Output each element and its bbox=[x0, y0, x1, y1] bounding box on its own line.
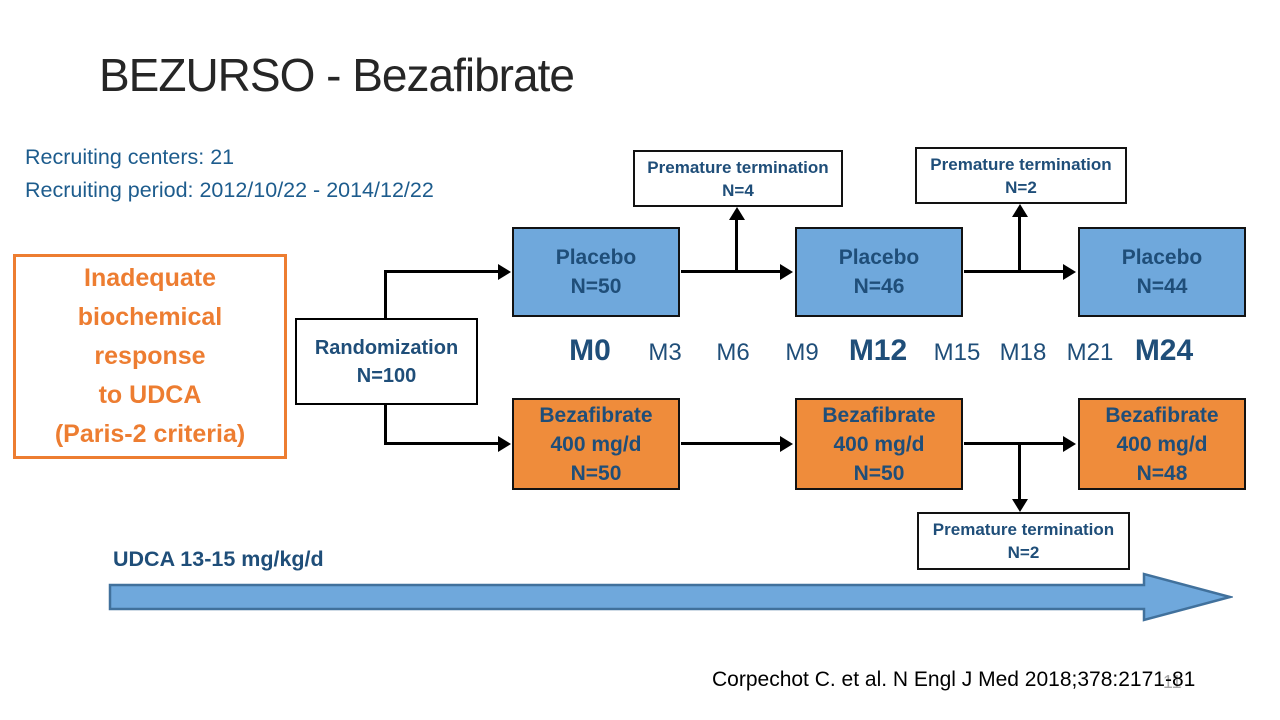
connector-beza-1-2 bbox=[681, 442, 780, 445]
timeline-m3: M3 bbox=[648, 339, 682, 366]
bezafibrate-label: Bezafibrate bbox=[1105, 403, 1219, 427]
bezafibrate-dose: 400 mg/d bbox=[833, 432, 925, 456]
recruiting-period-text: Recruiting period: 2012/10/22 - 2014/12/… bbox=[25, 178, 434, 202]
connector-beza-2-3 bbox=[964, 442, 1063, 445]
udca-duration-arrow bbox=[108, 572, 1233, 622]
termination-label: Premature termination bbox=[932, 520, 1115, 539]
udca-dose-label: UDCA 13-15 mg/kg/d bbox=[113, 547, 324, 571]
termination-arrowhead-3 bbox=[1011, 499, 1028, 512]
timeline-m12: M12 bbox=[848, 334, 908, 367]
randomization-label: Randomization bbox=[314, 336, 459, 359]
connector-placebo-1-2 bbox=[681, 270, 780, 273]
arrowhead-to-bezafibrate-1 bbox=[498, 435, 511, 452]
termination-n: N=4 bbox=[722, 180, 754, 200]
timeline-m6: M6 bbox=[716, 339, 750, 366]
bezafibrate-box-m0: Bezafibrate 400 mg/d N=50 bbox=[512, 398, 680, 490]
bezafibrate-dose: 400 mg/d bbox=[550, 432, 642, 456]
timeline-m21: M21 bbox=[1066, 339, 1114, 366]
timeline-m9: M9 bbox=[785, 339, 819, 366]
termination-arrowhead-1 bbox=[728, 207, 745, 220]
bezafibrate-box-m24: Bezafibrate 400 mg/d N=48 bbox=[1078, 398, 1246, 490]
placebo-box-m12: Placebo N=46 bbox=[795, 227, 963, 317]
randomization-box: Randomization N=100 bbox=[295, 318, 478, 405]
slide-title: BEZURSO - Bezafibrate bbox=[99, 49, 575, 101]
placebo-n: N=44 bbox=[1136, 275, 1188, 298]
timeline-m15: M15 bbox=[933, 339, 981, 366]
timeline-m0: M0 bbox=[569, 334, 611, 367]
termination-line-1 bbox=[735, 219, 738, 272]
arrowhead-beza-1-2 bbox=[780, 435, 793, 452]
connector-to-bezafibrate-1 bbox=[384, 442, 498, 445]
placebo-label: Placebo bbox=[555, 246, 637, 269]
termination-box-bezafibrate: Premature termination N=2 bbox=[917, 512, 1130, 570]
criteria-line: biochemical bbox=[77, 303, 223, 331]
criteria-line: (Paris-2 criteria) bbox=[54, 420, 246, 448]
termination-n: N=2 bbox=[1005, 177, 1037, 197]
citation-text: Corpechot C. et al. N Engl J Med 2018;37… bbox=[712, 668, 1196, 691]
bezafibrate-label: Bezafibrate bbox=[822, 403, 936, 427]
arrowhead-beza-2-3 bbox=[1063, 435, 1076, 452]
criteria-line: to UDCA bbox=[98, 381, 202, 409]
arrowhead-placebo-1-2 bbox=[780, 263, 793, 280]
bezafibrate-dose: 400 mg/d bbox=[1116, 432, 1208, 456]
bezafibrate-n: N=50 bbox=[853, 461, 905, 485]
termination-label: Premature termination bbox=[647, 157, 829, 177]
bezafibrate-box-m12: Bezafibrate 400 mg/d N=50 bbox=[795, 398, 963, 490]
arrowhead-to-placebo-1 bbox=[498, 263, 511, 280]
bezafibrate-n: N=50 bbox=[570, 461, 622, 485]
placebo-box-m0: Placebo N=50 bbox=[512, 227, 680, 317]
criteria-line: response bbox=[94, 342, 206, 370]
randomization-n: N=100 bbox=[356, 364, 417, 387]
timeline-m24: M24 bbox=[1134, 334, 1194, 367]
timeline-m18: M18 bbox=[999, 339, 1047, 366]
termination-line-2 bbox=[1018, 216, 1021, 272]
placebo-label: Placebo bbox=[838, 246, 920, 269]
page-number: 11 bbox=[1163, 672, 1182, 692]
recruiting-centers-text: Recruiting centers: 21 bbox=[25, 145, 235, 169]
termination-arrowhead-2 bbox=[1011, 204, 1028, 217]
termination-label: Premature termination bbox=[930, 154, 1112, 174]
arrowhead-placebo-2-3 bbox=[1063, 263, 1076, 280]
placebo-box-m24: Placebo N=44 bbox=[1078, 227, 1246, 317]
termination-box-placebo-2: Premature termination N=2 bbox=[915, 147, 1127, 204]
criteria-line: Inadequate bbox=[84, 264, 216, 292]
placebo-label: Placebo bbox=[1121, 246, 1203, 269]
placebo-n: N=46 bbox=[853, 275, 905, 298]
connector-to-placebo-1 bbox=[384, 270, 498, 273]
connector-placebo-2-3 bbox=[964, 270, 1063, 273]
recruiting-info: Recruiting centers: 21 Recruiting period… bbox=[25, 141, 434, 207]
inclusion-criteria-box: Inadequate biochemical response to UDCA … bbox=[13, 254, 287, 459]
termination-line-3 bbox=[1018, 444, 1021, 499]
bezafibrate-n: N=48 bbox=[1136, 461, 1188, 485]
termination-box-placebo-1: Premature termination N=4 bbox=[633, 150, 843, 207]
bezafibrate-label: Bezafibrate bbox=[539, 403, 653, 427]
placebo-n: N=50 bbox=[570, 275, 622, 298]
termination-n: N=2 bbox=[1007, 543, 1040, 562]
